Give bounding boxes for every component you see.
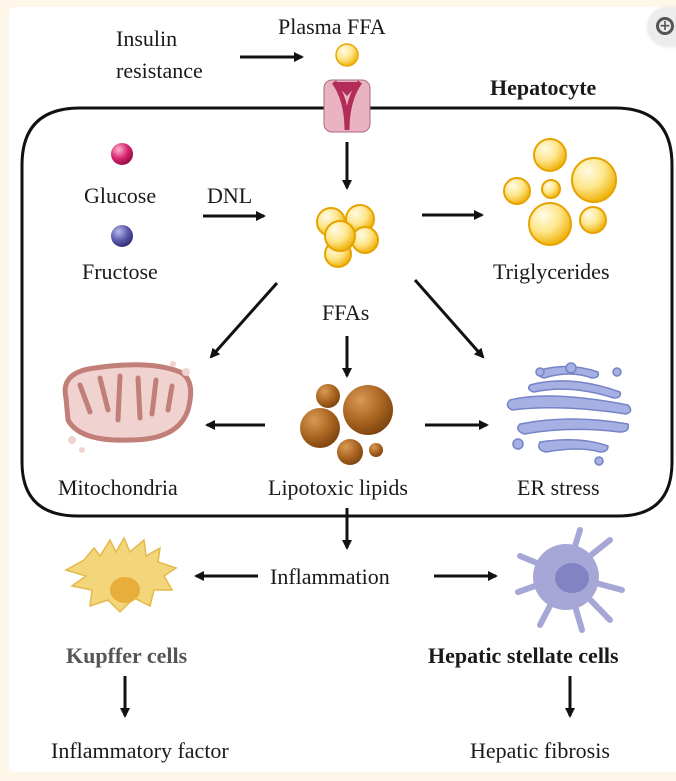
ffas-label: FFAs — [322, 300, 369, 325]
kupffer-cells-label: Kupffer cells — [66, 643, 188, 668]
hepatocyte-membrane — [20, 106, 674, 518]
mitochondria-icon — [62, 361, 194, 453]
arrow-ffas-to-mitochondria — [209, 282, 279, 359]
glucose-molecule-icon — [111, 143, 133, 165]
insulin-resistance-label-line1: Insulin — [116, 26, 177, 51]
lipotoxic-lipids-label: Lipotoxic lipids — [268, 475, 408, 500]
fructose-label: Fructose — [82, 259, 158, 284]
insulin-resistance-label-line2: resistance — [116, 58, 203, 83]
hepatic-fibrosis-label: Hepatic fibrosis — [470, 738, 610, 763]
hepatocyte-title: Hepatocyte — [490, 75, 597, 100]
glucose-label: Glucose — [84, 183, 156, 208]
hepatic-stellate-cell-icon — [515, 527, 625, 633]
ffas-droplet-cluster-icon — [316, 204, 379, 268]
arrow-ffas-to-er-stress — [413, 279, 485, 359]
plasma-ffa-label: Plasma FFA — [278, 14, 386, 39]
plasma-ffa-droplet-icon — [335, 43, 359, 67]
lipotoxic-lipids-icon — [300, 384, 393, 465]
inflammatory-factor-label: Inflammatory factor — [51, 738, 229, 763]
inflammation-label: Inflammation — [270, 564, 390, 589]
fructose-molecule-icon — [111, 225, 133, 247]
membrane-transporter-icon — [323, 79, 371, 133]
zoom-in-icon: + — [656, 17, 674, 35]
dnl-label: DNL — [207, 183, 252, 208]
kupffer-cell-icon — [64, 536, 178, 614]
triglycerides-droplets-icon — [503, 138, 617, 246]
triglycerides-label: Triglycerides — [493, 259, 610, 284]
mitochondria-label: Mitochondria — [58, 475, 178, 500]
hepatic-stellate-cells-label: Hepatic stellate cells — [428, 643, 619, 668]
endoplasmic-reticulum-icon — [506, 362, 632, 466]
er-stress-label: ER stress — [517, 475, 600, 500]
zoom-in-button[interactable]: + — [648, 8, 676, 46]
